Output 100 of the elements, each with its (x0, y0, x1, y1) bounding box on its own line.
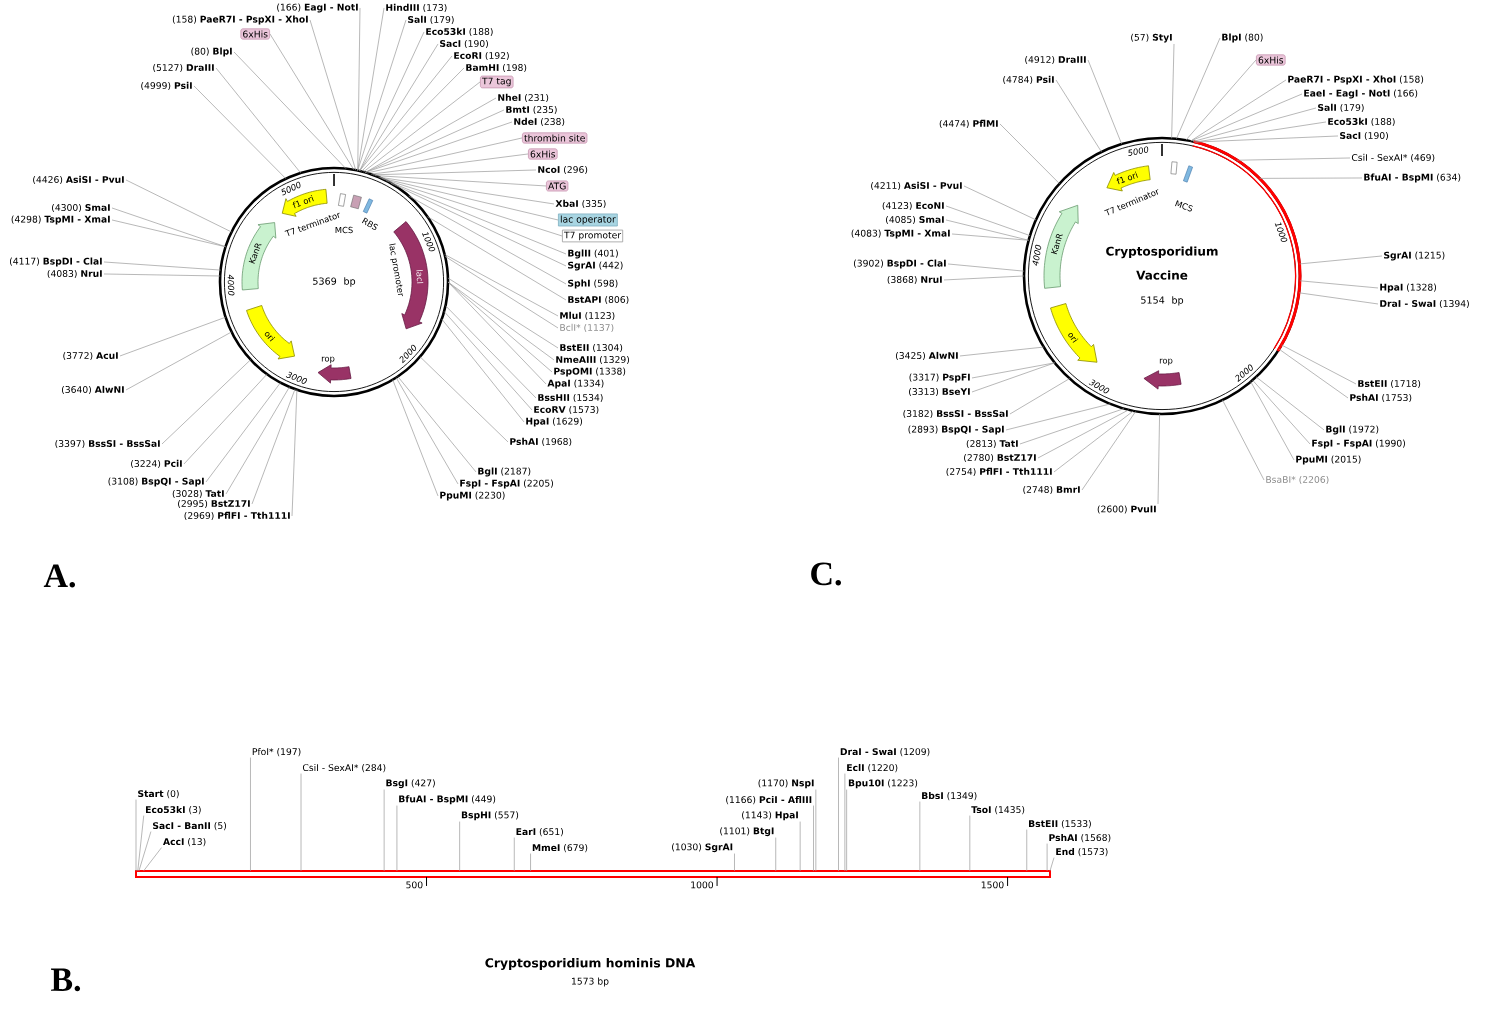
leader-line (734, 853, 735, 872)
leader-line (205, 382, 281, 483)
leader-line (1259, 177, 1363, 179)
leader-line (1299, 255, 1383, 265)
leader-line (813, 805, 814, 872)
leader-line (137, 815, 145, 872)
leader-line (1195, 121, 1327, 143)
leader-line (367, 137, 523, 174)
leader-line (1192, 107, 1317, 142)
leader-line (951, 233, 1030, 241)
leader-line (1250, 381, 1295, 461)
leader-line (846, 789, 847, 872)
leader-line (378, 176, 555, 205)
leader-line (1005, 403, 1111, 431)
leader-line (799, 821, 801, 872)
leader-line (138, 831, 152, 872)
leader-line (357, 19, 407, 171)
leader-line (183, 373, 268, 465)
leader-line (443, 311, 533, 411)
leader-line (1081, 411, 1137, 491)
leader-line (441, 318, 525, 423)
leader-line (444, 256, 559, 329)
leader-line (233, 51, 347, 169)
leader-line (1185, 59, 1257, 141)
leader-line (943, 275, 1025, 281)
leader-line (215, 67, 302, 174)
leader-line (383, 789, 385, 872)
leader-line (1046, 843, 1048, 872)
leader-line (225, 386, 290, 495)
leader-line (396, 805, 398, 872)
leader-line (459, 821, 460, 872)
leader-line (1053, 410, 1134, 473)
leader-line (365, 109, 505, 173)
leader-line (395, 377, 459, 485)
leader-line (1087, 59, 1122, 145)
leader-line (1026, 829, 1028, 872)
leader-line (397, 376, 477, 473)
leader-line (447, 281, 547, 385)
leader-line (1281, 344, 1357, 385)
leader-line (1176, 37, 1221, 140)
leader-line (427, 216, 567, 301)
leader-line (971, 362, 1056, 393)
leader-line (408, 195, 567, 285)
leader-line (1019, 408, 1125, 445)
leader-line (963, 185, 1037, 221)
leader-line (135, 799, 137, 872)
leader-line (365, 121, 513, 173)
leader-line (392, 379, 439, 497)
leader-line (370, 153, 529, 175)
leader-line (999, 123, 1060, 184)
leader-line (250, 757, 251, 872)
leader-line (445, 305, 537, 399)
panel-letter: A. (43, 564, 76, 588)
leader-line (971, 362, 1056, 379)
leader-line (193, 85, 287, 179)
leader-line (1190, 79, 1287, 142)
leader-line (1009, 378, 1070, 415)
leader-line (1222, 399, 1265, 481)
leader-line (374, 175, 547, 187)
leader-line (775, 837, 777, 872)
leader-line (103, 261, 221, 271)
leader-line (161, 359, 251, 445)
leader-line (1298, 292, 1379, 305)
leader-line (1190, 93, 1303, 142)
leader-line (380, 177, 559, 221)
leader-line (359, 43, 439, 172)
leader-line (390, 182, 567, 267)
leader-line (309, 19, 357, 171)
leader-line (919, 801, 921, 872)
leader-line (1255, 376, 1325, 431)
leader-line (530, 853, 531, 872)
leader-line (447, 277, 559, 349)
leader-line (363, 81, 481, 173)
leader-line (947, 263, 1025, 272)
leader-line (372, 169, 537, 176)
panel-letter: C. (811, 562, 841, 586)
leader-line (385, 180, 567, 255)
leader-line (945, 219, 1030, 241)
leader-line (419, 356, 509, 443)
leader-line (1049, 857, 1055, 872)
leader-line (119, 316, 226, 357)
leader-line (111, 219, 226, 248)
leader-line (269, 33, 355, 171)
leader-line (815, 789, 817, 872)
leader-line (1252, 379, 1311, 445)
leader-line (838, 757, 839, 872)
leader-line (844, 773, 846, 872)
leader-line (359, 31, 425, 172)
leader-line (1055, 79, 1102, 153)
leader-line (291, 389, 298, 517)
leader-line (111, 207, 226, 248)
leader-line (365, 97, 497, 173)
leader-line (1157, 413, 1160, 505)
leader-line (300, 773, 302, 872)
leader-line (251, 388, 296, 505)
leader-line (143, 847, 162, 872)
leader-line (357, 7, 385, 171)
leader-line (945, 205, 1031, 236)
leader-line (1195, 135, 1339, 143)
leader-line (357, 7, 361, 171)
